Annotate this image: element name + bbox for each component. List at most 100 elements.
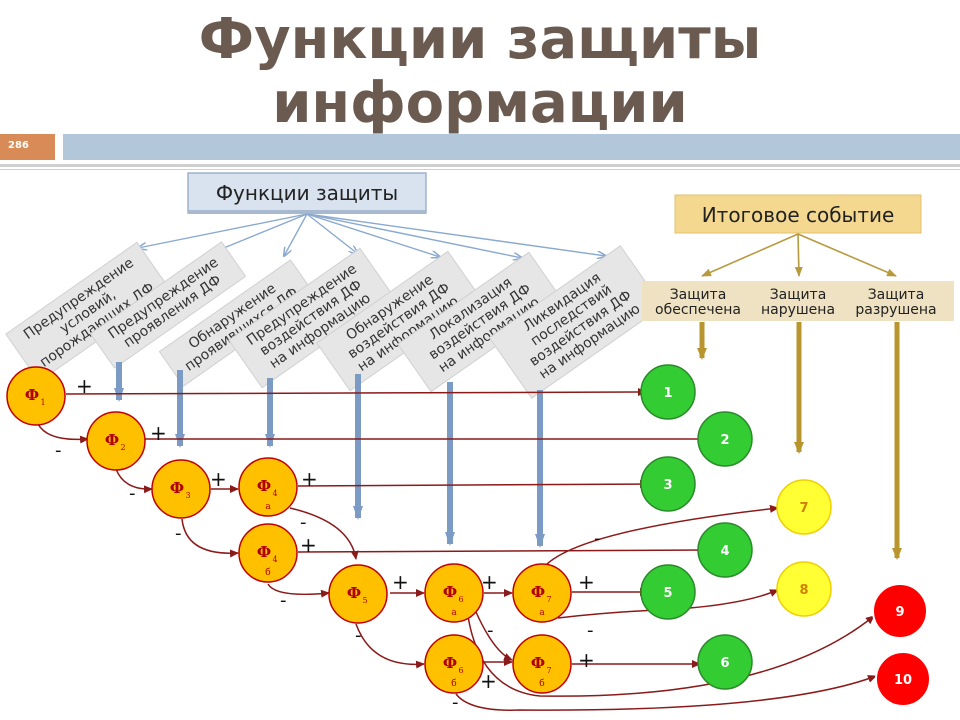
minus-sign: - xyxy=(587,620,594,641)
final-event-label: Итоговое событие xyxy=(702,203,895,227)
minus-sign: - xyxy=(55,440,62,461)
result-label: 7 xyxy=(799,501,808,516)
node-subscript: 7 xyxy=(546,666,551,675)
slide-number-bar xyxy=(0,134,55,160)
functions-box: Функции защиты xyxy=(187,172,427,214)
node-variant: б xyxy=(265,567,270,578)
outcome-3-line-2: разрушена xyxy=(855,302,936,318)
result-label: 9 xyxy=(895,605,904,620)
result-node-8: 8 xyxy=(776,561,832,617)
plus-sign: + xyxy=(300,533,317,557)
outcome-3-line-1: Защита xyxy=(868,287,925,303)
final-event-arrows xyxy=(701,233,897,277)
plus-sign: + xyxy=(578,570,595,594)
result-label: 5 xyxy=(663,586,672,601)
node-label: Ф xyxy=(443,654,457,672)
slide-title: Функции защиты информации xyxy=(0,8,960,136)
plus-sign: + xyxy=(480,669,497,693)
node-label: Ф xyxy=(170,479,184,497)
result-label: 10 xyxy=(894,673,912,688)
outcome-boxes: Защита обеспечена Защита нарушена Защита… xyxy=(642,281,954,321)
divider xyxy=(0,164,960,167)
node-label: Ф xyxy=(347,584,361,602)
node-label: Ф xyxy=(105,431,119,449)
minus-sign: - xyxy=(280,590,287,611)
result-node-2: 2 xyxy=(697,411,753,467)
node-label: Ф xyxy=(531,654,545,672)
plus-sign: + xyxy=(150,421,167,445)
node-variant: б xyxy=(451,678,456,689)
plus-sign: + xyxy=(481,570,498,594)
result-node-7: 7 xyxy=(776,479,832,535)
result-node-5: 5 xyxy=(640,564,696,620)
final-event-box: Итоговое событие xyxy=(674,194,922,234)
result-node-6: 6 xyxy=(697,634,753,690)
functions-box-label: Функции защиты xyxy=(216,181,398,205)
plus-sign: + xyxy=(301,467,318,491)
result-label: 6 xyxy=(720,656,729,671)
node-label: Ф xyxy=(25,386,39,404)
node-subscript: 4 xyxy=(272,555,277,564)
node-subscript: 4 xyxy=(272,489,277,498)
result-node-4: 4 xyxy=(697,522,753,578)
node-label: Ф xyxy=(443,583,457,601)
result-label: 1 xyxy=(663,386,672,401)
minus-sign: - xyxy=(452,692,459,713)
plus-sign: + xyxy=(210,467,227,491)
node-label: Ф xyxy=(257,543,271,561)
header-bar xyxy=(63,134,960,160)
outcome-1-line-1: Защита xyxy=(670,287,727,303)
node-variant: а xyxy=(265,502,271,512)
plus-sign: + xyxy=(392,570,409,594)
result-label: 3 xyxy=(663,478,672,493)
result-node-9: 9 xyxy=(872,583,928,639)
outcome-2-line-2: нарушена xyxy=(761,302,835,318)
result-node-10: 10 xyxy=(875,651,931,707)
minus-sign: - xyxy=(355,625,362,646)
node-subscript: 6 xyxy=(458,666,463,675)
minus-sign: - xyxy=(594,528,601,549)
result-nodes: 1 2 3 4 5 6 7 8 9 10 xyxy=(640,364,931,707)
minus-sign: - xyxy=(129,483,136,504)
function-fan-arrows xyxy=(138,213,606,258)
node-variant: а xyxy=(451,608,457,618)
result-node-1: 1 xyxy=(640,364,696,420)
outcome-1-line-2: обеспечена xyxy=(655,302,741,318)
node-label: Ф xyxy=(257,477,271,495)
slide-number: 286 xyxy=(8,140,29,151)
outcome-2-line-1: Защита xyxy=(770,287,827,303)
plus-sign: + xyxy=(76,374,93,398)
node-subscript: 7 xyxy=(546,595,551,604)
slide-title-line-2: информации xyxy=(272,71,688,136)
minus-sign: - xyxy=(175,523,182,544)
result-label: 8 xyxy=(799,583,808,598)
node-subscript: 2 xyxy=(120,443,125,452)
node-subscript: 3 xyxy=(185,491,190,500)
outcome-down-arrows xyxy=(697,322,902,560)
minus-sign: - xyxy=(300,512,307,533)
result-label: 2 xyxy=(720,433,729,448)
node-subscript: 1 xyxy=(40,398,45,407)
divider-thin xyxy=(0,169,960,170)
node-label: Ф xyxy=(531,583,545,601)
node-subscript: 5 xyxy=(362,596,367,605)
node-variant: а xyxy=(539,608,545,618)
sign-labels: + + + + + + + + + + - - - - - - - - - - xyxy=(55,374,601,713)
node-subscript: 6 xyxy=(458,595,463,604)
slide-title-line-1: Функции защиты xyxy=(198,7,762,72)
minus-sign: - xyxy=(487,620,494,641)
result-label: 4 xyxy=(720,544,729,559)
